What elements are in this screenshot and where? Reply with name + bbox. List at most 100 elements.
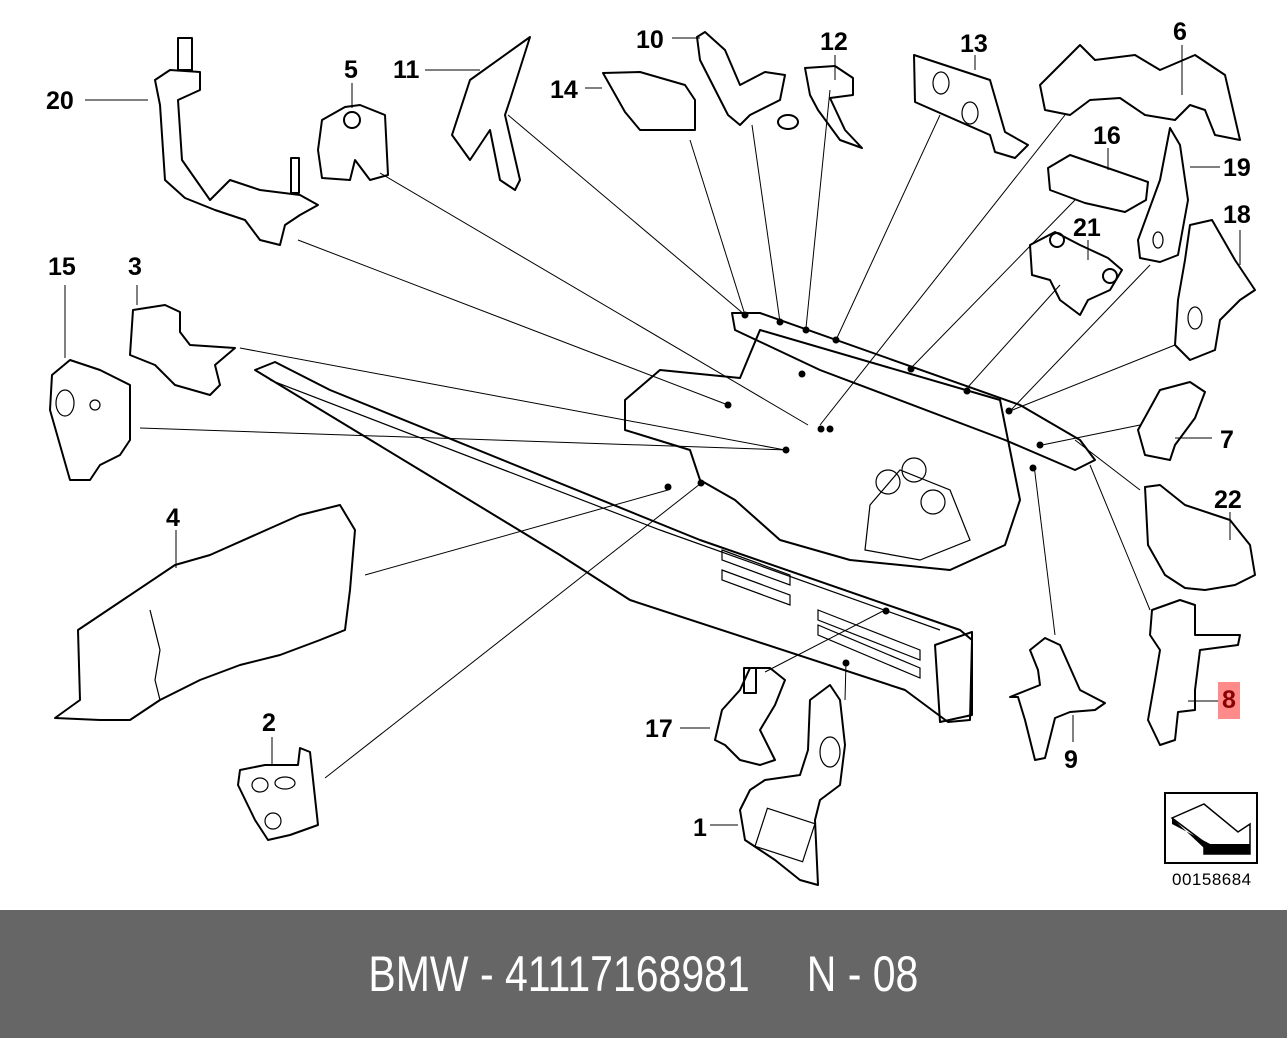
direction-arrow-icon xyxy=(1170,803,1251,855)
catalog-reference-number: 00158684 xyxy=(1172,870,1252,889)
attachment-dot xyxy=(782,446,790,454)
callout-6[interactable]: 6 xyxy=(1173,18,1187,46)
part-9-bracket xyxy=(1009,637,1106,761)
part-7-bracket xyxy=(1137,381,1206,461)
callout-17[interactable]: 17 xyxy=(645,715,673,743)
callout-2[interactable]: 2 xyxy=(262,709,276,737)
attachment-dot xyxy=(798,370,806,378)
part-10-pin xyxy=(777,114,799,130)
part-caption: BMW - 41117168981 N - 08 xyxy=(368,946,919,1002)
callout-22[interactable]: 22 xyxy=(1214,486,1242,514)
callout-16[interactable]: 16 xyxy=(1093,122,1121,150)
rail-slot xyxy=(721,549,791,586)
wheelhouse-inner xyxy=(864,469,971,561)
rail-slot xyxy=(817,609,921,661)
callout-9[interactable]: 9 xyxy=(1064,746,1078,774)
attachment-dot xyxy=(1036,441,1044,449)
callout-18[interactable]: 18 xyxy=(1223,201,1251,229)
part-18-bracket xyxy=(1174,219,1256,361)
leader-21-assembly xyxy=(967,284,1061,388)
part-13-hole xyxy=(961,101,979,125)
leader-10-assembly xyxy=(751,124,781,323)
leader-1-assembly xyxy=(844,661,847,701)
part-15-hole xyxy=(55,389,75,417)
leader-7-assembly xyxy=(1041,424,1141,446)
part-1-window xyxy=(754,807,816,863)
rail-end-plate xyxy=(934,631,973,723)
part-5-nut xyxy=(343,111,361,129)
leader-2-assembly xyxy=(324,483,701,779)
callout-14[interactable]: 14 xyxy=(550,76,578,104)
strut-hole xyxy=(920,489,946,515)
callout-21[interactable]: 21 xyxy=(1073,214,1101,242)
callout-3[interactable]: 3 xyxy=(128,253,142,281)
part-10-bracket xyxy=(696,31,786,126)
attachment-dot xyxy=(664,483,672,491)
part-14-bracket xyxy=(602,71,696,131)
leader-17-assembly xyxy=(764,609,886,673)
part-4-flange xyxy=(149,609,161,701)
attachment-dot xyxy=(826,425,834,433)
leader-20-assembly xyxy=(297,239,729,406)
strut-hole xyxy=(901,457,927,483)
callout-8-highlighted[interactable]: 8 xyxy=(1218,682,1240,719)
part-2-hole xyxy=(274,776,296,790)
part-21-nut xyxy=(1049,232,1065,248)
attachment-dot xyxy=(1029,464,1037,472)
rail-slot xyxy=(817,624,921,679)
upper-rail xyxy=(731,312,1096,471)
callout-4[interactable]: 4 xyxy=(166,504,180,532)
part-15-hole xyxy=(89,399,101,411)
part-13-hole xyxy=(932,71,950,95)
part-21-nut xyxy=(1102,268,1118,284)
wheelhouse xyxy=(624,329,1021,571)
parts-diagram: 1 2 3 4 5 6 7 8 9 10 11 12 13 14 15 16 1… xyxy=(46,18,1258,889)
part-3-bracket xyxy=(129,304,236,396)
part-8-bracket xyxy=(1147,599,1241,746)
leader-12-assembly xyxy=(805,89,831,329)
orientation-indicator xyxy=(1164,792,1258,864)
callout-5[interactable]: 5 xyxy=(344,56,358,84)
attachment-dot xyxy=(1005,407,1013,415)
callout-19[interactable]: 19 xyxy=(1223,154,1251,182)
caption-bar: BMW - 41117168981 N - 08 xyxy=(0,910,1287,1038)
part-15-plate xyxy=(49,359,131,481)
part-13-plate xyxy=(913,54,1029,159)
leader-5-assembly xyxy=(379,172,809,426)
callout-20[interactable]: 20 xyxy=(46,87,74,115)
leader-11-assembly xyxy=(507,114,746,316)
individual-parts xyxy=(49,31,1256,886)
strut-hole xyxy=(875,469,901,495)
leader-4-assembly xyxy=(364,489,669,576)
part-2-nut xyxy=(264,812,282,830)
leader-6-assembly xyxy=(819,114,1066,426)
leader-9-assembly xyxy=(1033,464,1056,636)
callout-1[interactable]: 1 xyxy=(693,814,707,842)
part-11-bracket xyxy=(451,36,531,191)
callout-10[interactable]: 10 xyxy=(636,26,664,54)
callout-12[interactable]: 12 xyxy=(820,28,848,56)
callout-11[interactable]: 11 xyxy=(393,56,420,84)
leader-8-assembly xyxy=(1089,464,1151,611)
part-16-bracket xyxy=(1047,154,1149,213)
callout-7[interactable]: 7 xyxy=(1220,426,1234,454)
diagram-drawing xyxy=(49,31,1256,886)
part-2-hole xyxy=(251,777,269,793)
attachment-dot xyxy=(724,401,732,409)
part-5-mount xyxy=(317,104,389,181)
part-1-bracket xyxy=(739,684,846,886)
leader-19-assembly xyxy=(1009,264,1151,412)
front-rail-inner-line xyxy=(269,379,941,631)
part-18-hole xyxy=(1187,306,1203,330)
part-19-hole xyxy=(1152,231,1164,249)
attachment-dot xyxy=(842,659,850,667)
leader-lines xyxy=(64,37,1241,826)
part-17-mount xyxy=(714,667,786,766)
leader-18-assembly xyxy=(1009,344,1176,412)
part-21-bracket xyxy=(1029,231,1123,316)
callout-15[interactable]: 15 xyxy=(48,253,76,281)
attachment-dots xyxy=(664,311,1044,667)
callout-13[interactable]: 13 xyxy=(960,30,988,58)
part-1-hole xyxy=(819,736,841,768)
part-20-stud xyxy=(290,157,300,194)
